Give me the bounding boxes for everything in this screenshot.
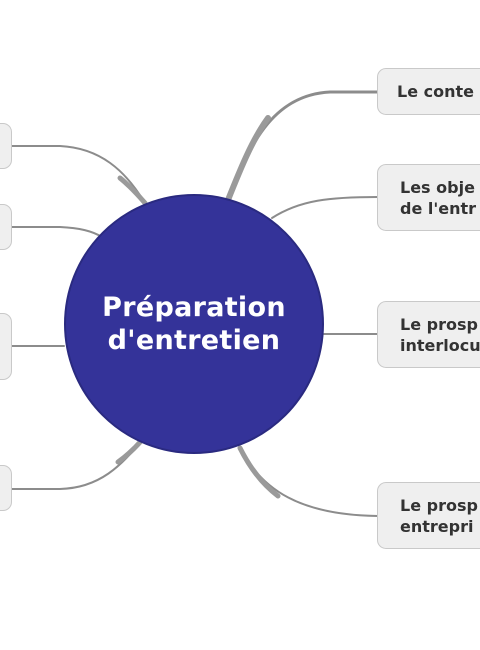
right-topic-1-label: Le conte — [397, 82, 474, 101]
left-topic-2[interactable] — [0, 204, 12, 250]
left-topic-4[interactable] — [0, 465, 12, 511]
central-topic[interactable]: Préparation d'entretien — [64, 194, 324, 454]
connector-left-4 — [11, 439, 143, 490]
connector-right-1-thick — [225, 115, 271, 203]
left-topic-1[interactable] — [0, 123, 12, 169]
central-topic-line-2: d'entretien — [107, 325, 281, 356]
connector-left-4-thick — [115, 437, 145, 465]
connector-right-2 — [271, 196, 379, 219]
right-topic-3-line-2: interlocu — [400, 335, 480, 355]
right-topic-3-line-1: Le prosp — [400, 314, 478, 334]
right-topic-2[interactable]: Les obje de l'entr — [377, 164, 480, 231]
right-topic-4-line-2: entrepri — [400, 516, 474, 536]
connector-left-1 — [11, 145, 146, 204]
right-topic-4-line-1: Le prosp — [400, 495, 478, 515]
connector-left-1-thick — [117, 175, 148, 206]
right-topic-4[interactable]: Le prosp entrepri — [377, 482, 480, 549]
right-topic-3[interactable]: Le prosp interlocu — [377, 301, 480, 368]
central-topic-line-1: Préparation — [102, 292, 286, 323]
right-topic-2-line-1: Les obje — [400, 177, 475, 197]
right-topic-2-line-2: de l'entr — [400, 198, 477, 218]
right-topic-1[interactable]: Le conte — [377, 68, 480, 115]
connector-left-2 — [11, 226, 103, 238]
connector-right-4-thick — [237, 445, 281, 499]
left-topic-3[interactable] — [0, 313, 12, 380]
